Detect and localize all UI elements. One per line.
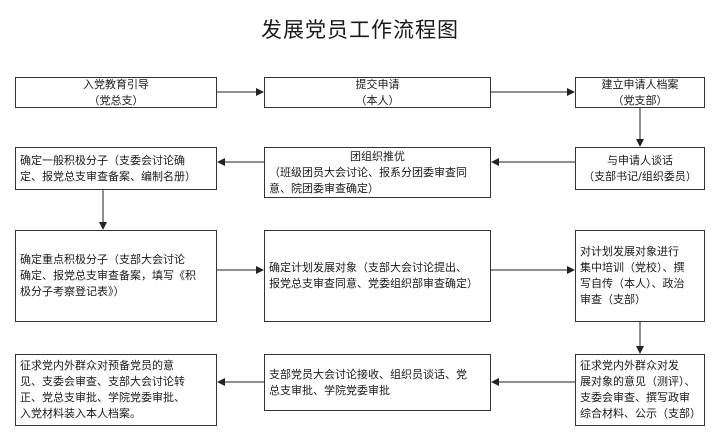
- step-text-line: （本人）: [355, 93, 400, 107]
- step-text-line: 确定计划发展对象（支部大会讨论提出、: [269, 261, 467, 274]
- step-development-target: 确定计划发展对象（支部大会讨论提出、 报党总支审查同意、党委组织部审查确定）: [264, 230, 491, 322]
- step-text-line: 征求党内外群众对预备党员的意: [20, 359, 174, 372]
- step-text-line: （支部书记/组织委员）: [583, 169, 697, 183]
- step-text-line: 展对象的意见（测评）、: [580, 375, 696, 388]
- step-text-line: 确定一般积极分子（支委会讨论确: [20, 153, 185, 167]
- diagram-title: 发展党员工作流程图: [261, 18, 459, 42]
- step-text-line: 集中培训（党校）、撰: [580, 261, 685, 274]
- step-text-line: 提交申请: [355, 77, 400, 91]
- step-text-line: 综合材料、公示（支部）: [580, 407, 701, 420]
- step-public-opinion: 征求党内外群众对发 展对象的意见（测评）、 支委会审查、撰写政审 综合材料、公示…: [575, 354, 705, 426]
- step-text-line: 对计划发展对象进行: [580, 245, 679, 258]
- step-text-line: 意、院团委审查确定）: [269, 181, 379, 195]
- step-text-line: 建立申请人档案: [601, 77, 679, 91]
- step-text-line: 定、报党总支审查备案、编制名册）: [20, 169, 196, 183]
- step-text-line: 征求党内外群众对发: [580, 359, 679, 372]
- step-text-line: （班级团员大会讨论、报系分团委审查同: [269, 165, 467, 179]
- step-text-line: （党支部）: [612, 93, 668, 107]
- step-text-line: 支部党员大会讨论接收、组织员谈话、党: [269, 367, 467, 381]
- step-text-line: 报党总支审查同意、党委组织部审查确定）: [269, 277, 478, 290]
- step-general-activist: 确定一般积极分子（支委会讨论确 定、报党总支审查备案、编制名册）: [15, 147, 217, 190]
- step-text-line: 总支审批、学院党委审批: [269, 383, 390, 397]
- step-text-line: 入党教育引导: [83, 77, 149, 91]
- step-key-activist: 确定重点积极分子（支部大会讨论 确定、报党总支审查备案，填写《积 极分子考察登记…: [15, 230, 217, 322]
- step-branch-meeting: 支部党员大会讨论接收、组织员谈话、党 总支审批、学院党委审批: [264, 354, 491, 411]
- step-text-line: 正、党总支审批、学院党委审批、: [20, 391, 185, 404]
- step-text-line: 支委会审查、撰写政审: [580, 391, 690, 404]
- step-league-recommendation: 团组织推优 （班级团员大会讨论、报系分团委审查同 意、院团委审查确定）: [264, 147, 491, 198]
- step-submit-application: 提交申请 （本人）: [264, 77, 491, 108]
- step-text-line: 入党材料装入本人档案。: [20, 407, 141, 420]
- step-text-line: 见、支委会审查、支部大会讨论转: [20, 375, 185, 388]
- step-text-line: 确定、报党总支审查备案，填写《积: [20, 269, 196, 282]
- step-text-line: 写自传（本人）、政治: [580, 277, 685, 290]
- step-training: 对计划发展对象进行 集中培训（党校）、撰 写自传（本人）、政治 审查（支部）: [575, 230, 705, 322]
- step-text-line: 审查（支部）: [580, 293, 646, 306]
- step-applicant-talk: 与申请人谈话 （支部书记/组织委员）: [575, 147, 705, 190]
- step-text-line: 极分子考察登记表》）: [20, 285, 125, 298]
- step-applicant-file: 建立申请人档案 （党支部）: [575, 77, 705, 108]
- step-text-line: 确定重点积极分子（支部大会讨论: [20, 253, 185, 266]
- step-probationary-review: 征求党内外群众对预备党员的意 见、支委会审查、支部大会讨论转 正、党总支审批、学…: [15, 354, 217, 426]
- step-text-line: （党总支）: [88, 93, 144, 107]
- step-party-education: 入党教育引导 （党总支）: [15, 77, 217, 108]
- step-text-line: 团组织推优: [350, 149, 405, 163]
- step-text-line: 与申请人谈话: [607, 153, 673, 167]
